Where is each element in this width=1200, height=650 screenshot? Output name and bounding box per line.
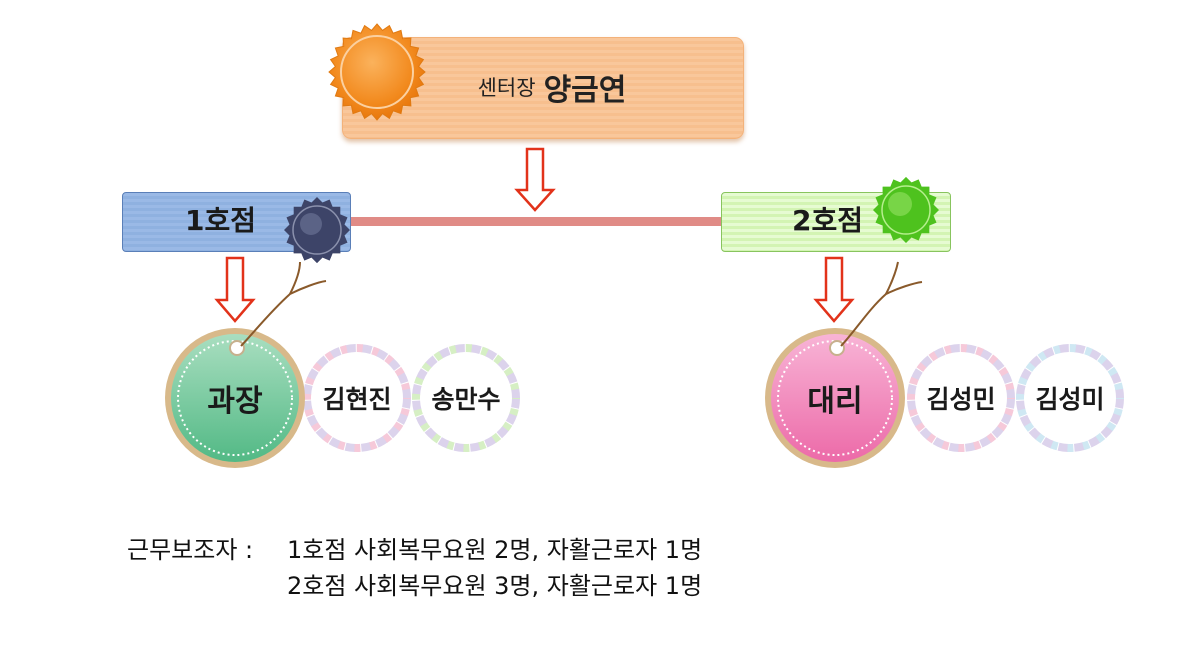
note-heading: 근무보조자 : <box>127 536 254 564</box>
member-1-2: 송만수 <box>431 385 501 414</box>
branch1-label: 1호점 <box>185 204 257 237</box>
member-2-1: 김성민 <box>926 385 996 414</box>
tag-string-2b <box>885 261 899 295</box>
member-1-1: 김현진 <box>322 385 392 414</box>
tag-string-1 <box>240 280 327 347</box>
director-name: 양금연 <box>543 73 627 108</box>
tag-string-1b <box>289 261 301 295</box>
branch2-arrow <box>813 256 855 323</box>
director-title: 센터장 <box>477 76 536 100</box>
director-label: 센터장 양금연 <box>342 37 742 137</box>
member-rings <box>303 344 1124 452</box>
member-2-2: 김성미 <box>1035 385 1105 414</box>
role-2: 대리 <box>807 384 863 419</box>
director-arrow <box>514 147 556 212</box>
director-seal-icon <box>328 23 426 121</box>
role-1: 과장 <box>207 384 263 419</box>
branch2-label: 2호점 <box>792 204 864 237</box>
role-tag-2 <box>765 328 905 468</box>
branch1-arrow <box>214 256 256 323</box>
note-line-2: 2호점 사회복무요원 3명, 자활근로자 1명 <box>287 572 703 600</box>
branch-connector <box>345 217 725 226</box>
note-line-1: 1호점 사회복무요원 2명, 자활근로자 1명 <box>287 536 703 564</box>
role-tag-1 <box>165 328 305 468</box>
tag-string-2 <box>840 281 923 347</box>
